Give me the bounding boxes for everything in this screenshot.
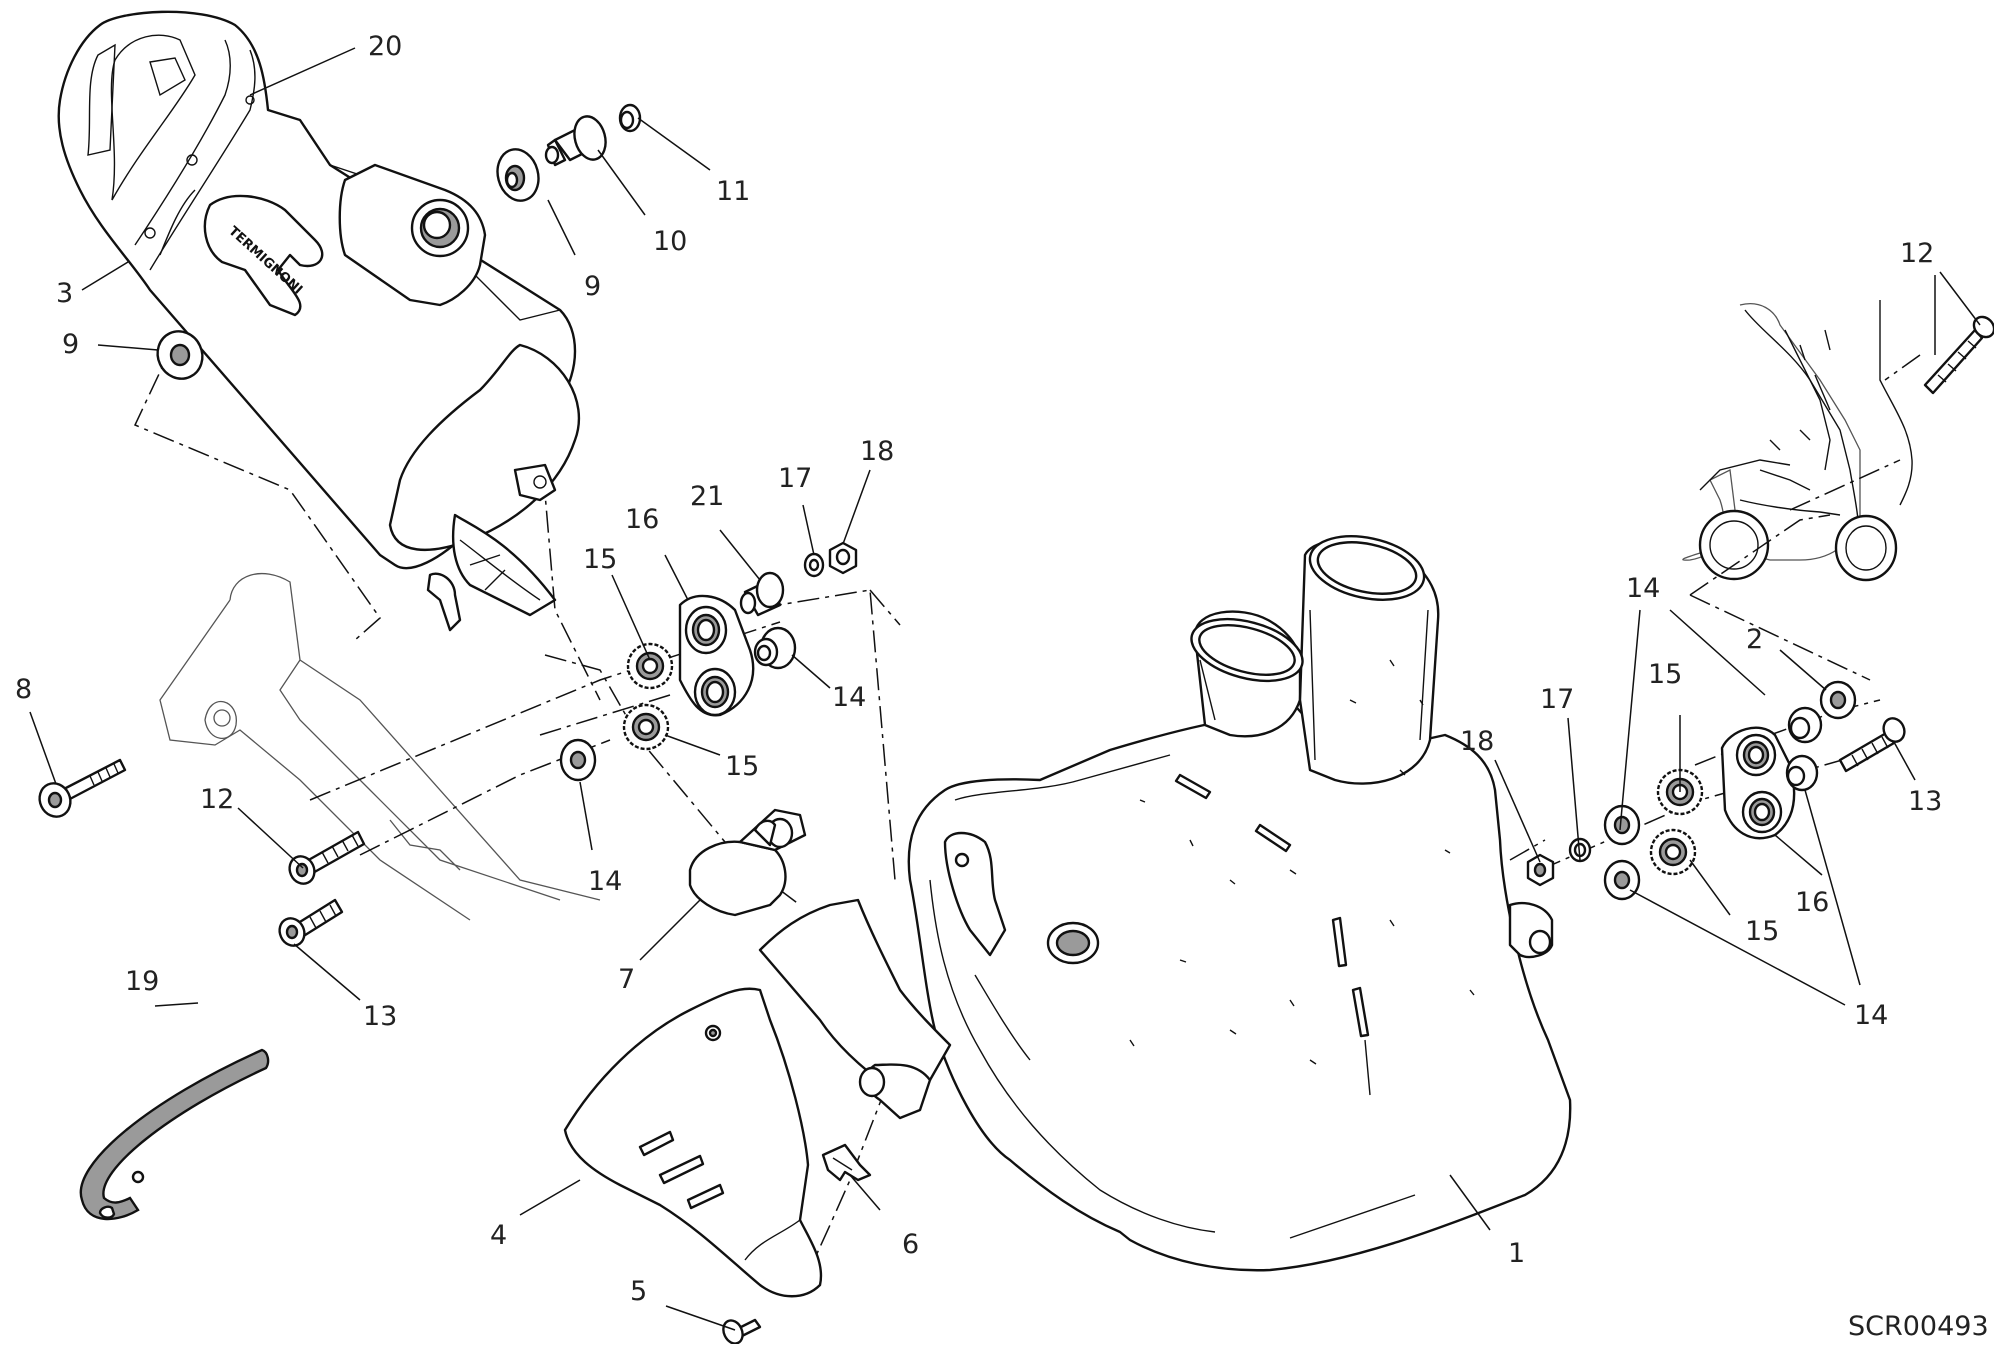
callout-14-center: 14 (832, 682, 866, 713)
callout-16-right: 16 (1795, 887, 1829, 918)
callout-17-right: 17 (1540, 684, 1574, 715)
callout-15-lower-right: 15 (1745, 916, 1779, 947)
callout-5: 5 (630, 1276, 647, 1307)
clamp-part-7 (688, 808, 807, 917)
callout-19: 19 (125, 966, 159, 997)
callout-21: 21 (690, 481, 724, 512)
clip-part-6 (821, 1143, 872, 1182)
reference-code: SCR00493 (1848, 1311, 1989, 1342)
callout-12-right: 12 (1900, 238, 1934, 269)
leader-lines (29, 47, 1981, 1331)
heat-shield-part-4 (563, 987, 823, 1298)
callout-15-top-right: 15 (1648, 659, 1682, 690)
callout-7: 7 (618, 964, 635, 995)
callout-15-top-left: 15 (583, 544, 617, 575)
mount-bracket-right-group (1526, 680, 1906, 901)
callout-11: 11 (716, 176, 750, 207)
screw-part-5 (722, 1318, 762, 1345)
callout-14-bottom-right: 14 (1854, 1000, 1888, 1031)
callout-17-left: 17 (778, 463, 812, 494)
muffler-part-3: TERMIGNONI (57, 10, 581, 632)
callout-10: 10 (653, 226, 687, 257)
callout-9-left: 9 (62, 329, 79, 360)
callout-2: 2 (1746, 624, 1763, 655)
callout-18-left: 18 (860, 436, 894, 467)
muffler-mount-parts (156, 103, 642, 380)
callout-6: 6 (902, 1229, 919, 1260)
callout-3: 3 (56, 278, 73, 309)
callout-16-left: 16 (625, 504, 659, 535)
callout-14-top-right: 14 (1626, 573, 1660, 604)
callout-9-top: 9 (584, 271, 601, 302)
frame-ghost (159, 573, 601, 921)
callout-15-lower-left: 15 (725, 751, 759, 782)
callout-labels: 1 2 3 4 5 6 7 8 9 9 10 11 12 12 13 13 14… (15, 31, 1989, 1342)
callout-14-lower: 14 (588, 866, 622, 897)
callout-18-right: 18 (1460, 726, 1494, 757)
mount-bracket-left-group (559, 541, 858, 782)
callout-8: 8 (15, 674, 32, 705)
bolt-part-13-left (278, 898, 344, 947)
footpeg-bracket (1682, 300, 1913, 582)
collector-part-1 (758, 535, 1572, 1272)
callout-4: 4 (490, 1220, 507, 1251)
bolt-part-12-left (288, 830, 366, 885)
bolt-part-8 (38, 758, 127, 818)
callout-1: 1 (1508, 1238, 1525, 1269)
clamp-band-part-19 (79, 1048, 270, 1221)
callout-13-left: 13 (363, 1001, 397, 1032)
callout-20: 20 (368, 31, 402, 62)
callout-13-right: 13 (1908, 786, 1942, 817)
callout-12-left: 12 (200, 784, 234, 815)
